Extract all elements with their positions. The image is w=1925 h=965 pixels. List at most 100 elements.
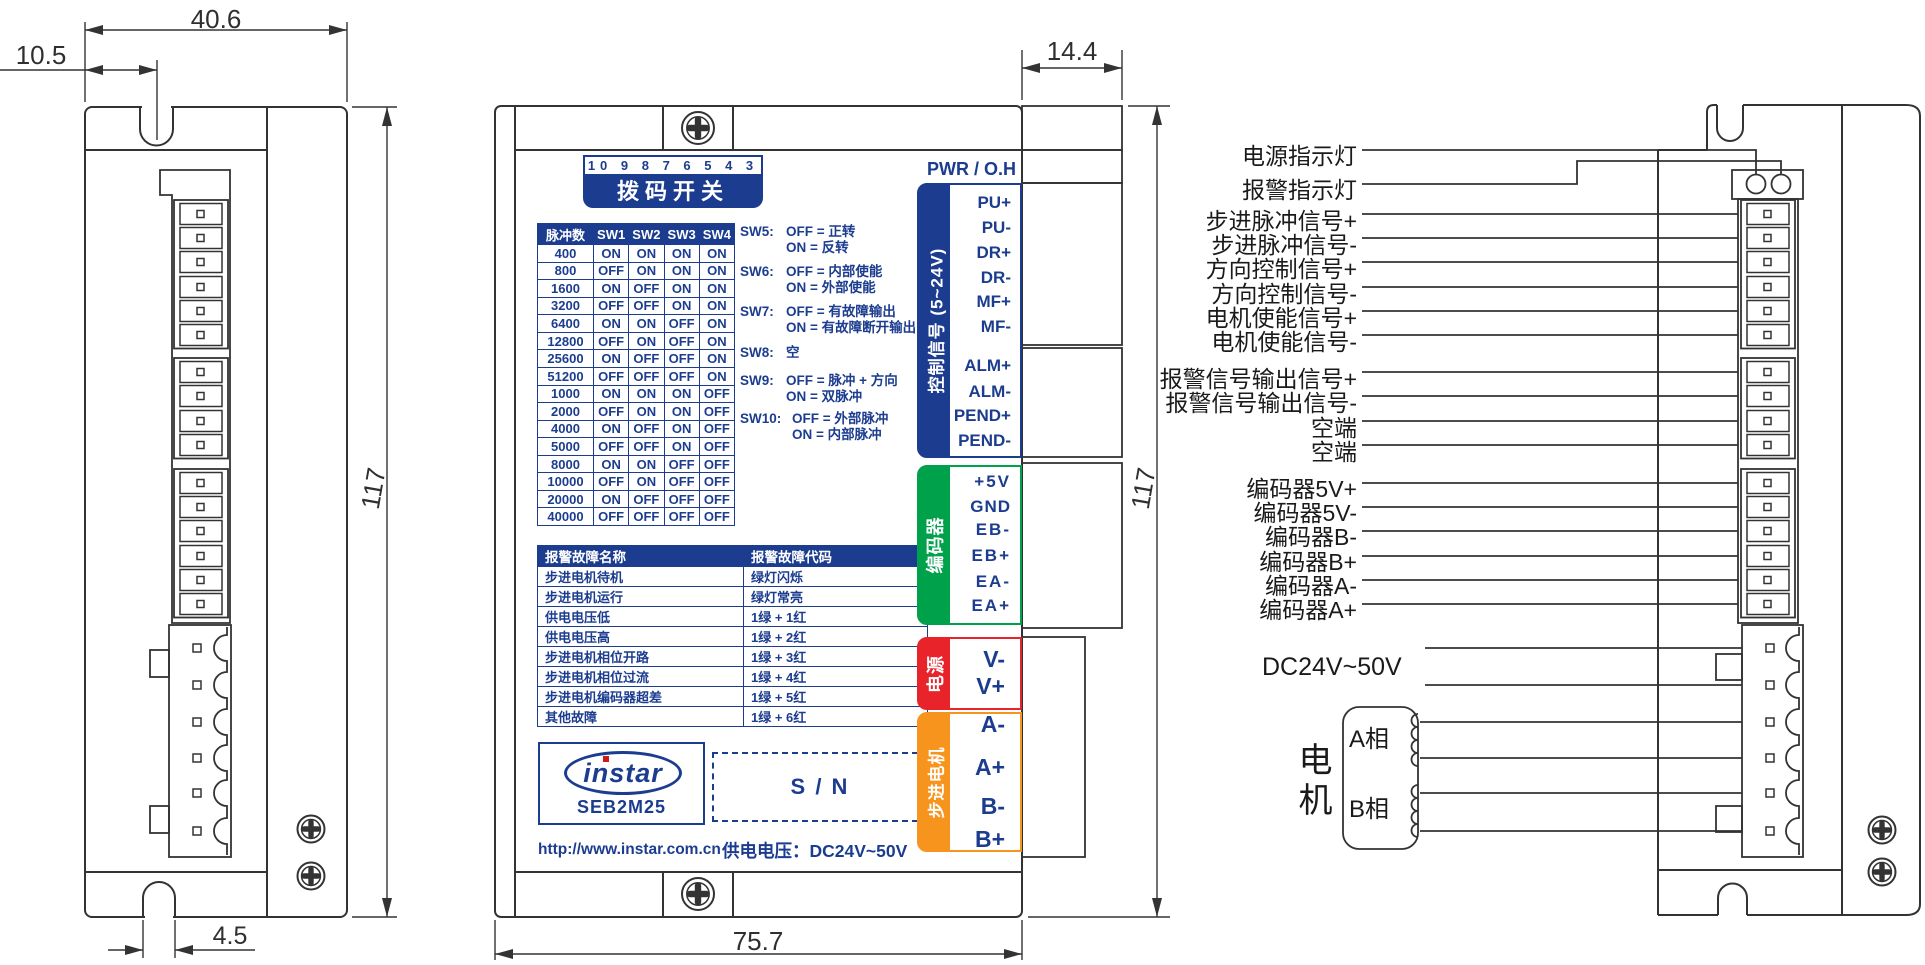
screw-icon bbox=[1867, 815, 1897, 845]
terminal-pin bbox=[179, 544, 223, 568]
website-url: http://www.instar.com.cn bbox=[538, 841, 721, 858]
pin-contact bbox=[1763, 330, 1772, 340]
pin-contact bbox=[196, 502, 205, 512]
power-led-icon bbox=[1745, 173, 1767, 195]
pin-contact bbox=[196, 551, 205, 561]
terminal-pin bbox=[179, 275, 223, 299]
pin-pend-minus: PEND- bbox=[958, 431, 1011, 450]
side-connector-outlines bbox=[1021, 105, 1123, 858]
plug-pin bbox=[1765, 717, 1775, 727]
dimension-lines bbox=[0, 22, 1170, 960]
screw-icon bbox=[681, 111, 715, 145]
motor-outline bbox=[1342, 706, 1419, 850]
pin-b-plus: B+ bbox=[974, 826, 1005, 852]
terminal-pin bbox=[1746, 495, 1790, 519]
screw-cross-icon bbox=[1872, 820, 1892, 840]
dim-10-5: 10.5 bbox=[15, 40, 67, 70]
terminal-pin bbox=[1746, 433, 1790, 457]
terminal-pin bbox=[179, 299, 223, 323]
wire-label-alarm-out-plus: 报警信号输出信号+ bbox=[1159, 366, 1357, 392]
notch-mask bbox=[145, 912, 173, 919]
pin-group-box bbox=[1740, 357, 1796, 460]
generated-geometry bbox=[173, 111, 1897, 911]
terminal-pin bbox=[1746, 202, 1790, 226]
pin-contact bbox=[1763, 306, 1772, 316]
dim-117-front: 117 bbox=[1125, 464, 1162, 511]
wire-label-enc-5v-plus: 编码器5V+ bbox=[1246, 476, 1357, 502]
led-head bbox=[1731, 169, 1804, 200]
pin-contact bbox=[196, 282, 205, 292]
plug-tab bbox=[1715, 653, 1743, 681]
wire-label-dir-minus: 方向控制信号- bbox=[1211, 281, 1357, 307]
serial-number-box: S / N bbox=[712, 752, 928, 822]
screw-cross-icon bbox=[686, 882, 710, 906]
pin-contact bbox=[1763, 502, 1772, 512]
pin-group-box bbox=[1740, 199, 1796, 350]
terminal-pin bbox=[1746, 519, 1790, 543]
pin-pu-minus: PU- bbox=[981, 218, 1011, 237]
terminal-pin bbox=[179, 202, 223, 226]
alarm-table: 报警故障名称报警故障代码 步进电机待机绿灯闪烁 步进电机运行绿灯常亮 供电电压低… bbox=[537, 545, 928, 727]
wire-label-dir-plus: 方向控制信号+ bbox=[1205, 256, 1357, 282]
pin-contact bbox=[1763, 416, 1772, 426]
top-mount-slot bbox=[1716, 105, 1744, 142]
power-group: 电源 bbox=[917, 637, 1022, 710]
pin-alm-plus: ALM+ bbox=[964, 356, 1011, 375]
screw-icon bbox=[296, 861, 326, 891]
pin-b-minus: B- bbox=[980, 793, 1005, 819]
plug-scallop-edge bbox=[213, 627, 228, 855]
dc-supply-label: DC24V~50V bbox=[1262, 653, 1402, 681]
terminal-pin bbox=[1746, 384, 1790, 408]
screw-cross-icon bbox=[301, 819, 321, 839]
wire-label-enable-plus: 电机使能信号+ bbox=[1205, 305, 1357, 331]
terminal-pin bbox=[179, 226, 223, 250]
sw-note-8: SW8:空 bbox=[740, 345, 800, 360]
dim-14-4: 14.4 bbox=[1046, 36, 1098, 66]
wire-label-enc-b-plus: 编码器B+ bbox=[1259, 549, 1357, 575]
plug-scallop-edge bbox=[1785, 627, 1800, 855]
pin-pend-plus: PEND+ bbox=[953, 406, 1011, 425]
pin-contact bbox=[196, 575, 205, 585]
wire-label-pulse-plus: 步进脉冲信号+ bbox=[1205, 208, 1357, 234]
dim-40-6: 40.6 bbox=[190, 4, 242, 34]
terminal-pin bbox=[1746, 592, 1790, 616]
terminal-pin bbox=[179, 323, 223, 347]
wiring-lines bbox=[1342, 149, 1782, 850]
plug-pin bbox=[192, 717, 202, 727]
plug-connector bbox=[168, 624, 232, 858]
plug-pin bbox=[192, 643, 202, 653]
pin-group-box bbox=[1740, 468, 1796, 619]
pin-group-box bbox=[173, 357, 229, 460]
terminal-pin bbox=[1746, 275, 1790, 299]
phase-a-coil-icon bbox=[1410, 713, 1419, 767]
pin-contact bbox=[196, 478, 205, 488]
plug-pin bbox=[1765, 788, 1775, 798]
wire-label-alarm-out-minus: 报警信号输出信号- bbox=[1165, 390, 1357, 416]
plug-pin bbox=[1765, 643, 1775, 653]
wire-label-enable-minus: 电机使能信号- bbox=[1211, 329, 1357, 355]
phase-a-label: A相 bbox=[1349, 726, 1390, 753]
pin-contact bbox=[196, 209, 205, 219]
pin-contact bbox=[1763, 526, 1772, 536]
plug-pin bbox=[192, 826, 202, 836]
plug-pin bbox=[192, 680, 202, 690]
pin-contact bbox=[1763, 257, 1772, 267]
